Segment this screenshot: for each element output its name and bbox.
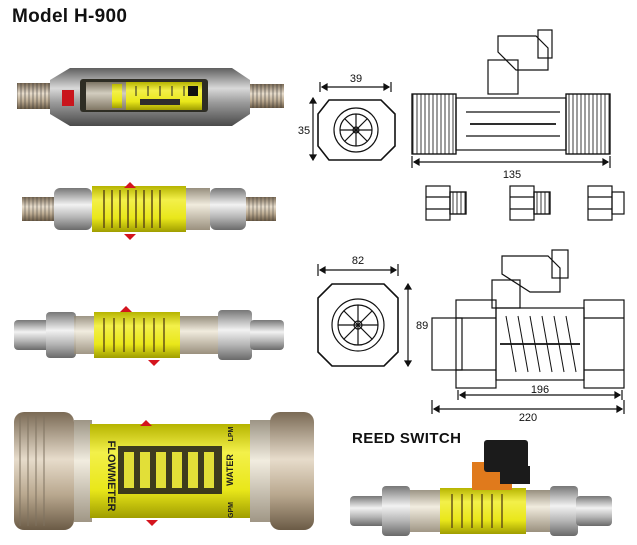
flowmeter-photo-brass	[22, 182, 276, 240]
flowmeter-photo-gray	[17, 68, 284, 126]
dimension-35: 35	[298, 125, 310, 137]
flowmeter-photo-union	[14, 306, 284, 366]
side-view-large-drawing	[431, 249, 625, 414]
fitting-drawing-center	[509, 185, 551, 221]
dimension-82: 82	[352, 255, 364, 267]
dimension-39: 39	[350, 73, 362, 85]
flowmeter-photo-large: FLOWMETER WATER GPM LPM	[14, 412, 314, 530]
reed-switch-label: REED SWITCH	[352, 430, 462, 447]
dimension-220: 220	[519, 412, 537, 424]
dimension-135: 135	[503, 169, 521, 181]
gpm-label: GPM	[228, 502, 235, 518]
model-title: Model H-900	[12, 6, 128, 27]
fitting-drawing-right	[587, 185, 625, 221]
reed-switch-photo	[350, 440, 612, 536]
end-view-large-drawing	[317, 264, 413, 368]
water-label: WATER	[225, 454, 235, 486]
dimension-89: 89	[416, 320, 428, 332]
end-view-small-drawing	[308, 82, 396, 162]
fitting-drawing-left	[425, 185, 467, 221]
flowmeter-brand-text: FLOWMETER	[105, 441, 117, 512]
dimension-196: 196	[531, 384, 549, 396]
side-view-small-drawing	[411, 29, 611, 168]
lpm-label: LPM	[228, 426, 235, 441]
